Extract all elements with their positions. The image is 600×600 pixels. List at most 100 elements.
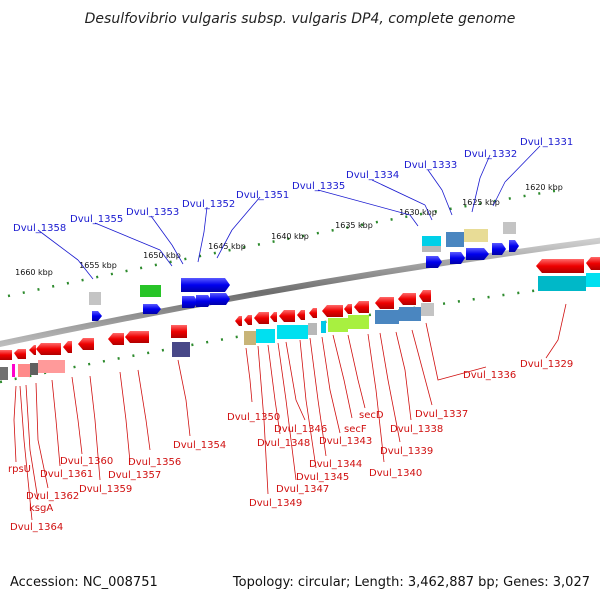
gene-arrow: [196, 295, 212, 307]
gene-arrow: [375, 297, 394, 309]
gene-label-bottom[interactable]: Dvul_1356: [128, 457, 181, 468]
gene-arrow: [354, 301, 369, 313]
scale-label: 1645 kbp: [208, 242, 246, 251]
gene-label-bottom[interactable]: Dvul_1357: [108, 470, 161, 481]
gene-arrow: [344, 304, 352, 314]
gene-label-bottom[interactable]: Dvul_1348: [257, 438, 310, 449]
gene-label-bottom[interactable]: Dvul_1362: [26, 491, 79, 502]
gene-label-top[interactable]: Dvul_1352: [182, 199, 235, 210]
gene-feature: [0, 367, 8, 380]
gene-feature: [171, 325, 187, 338]
scale-labels: 1620 kbp 1625 kbp 1630 kbp 1635 kbp 1640…: [15, 183, 563, 277]
gene-arrow: [108, 333, 124, 345]
gene-label-bottom[interactable]: Dvul_1354: [173, 440, 226, 451]
forward-strand-features: [89, 222, 519, 321]
gene-arrow: [63, 341, 72, 353]
gene-label-bottom[interactable]: Dvul_1340: [369, 468, 422, 479]
genome-backbone: [0, 237, 600, 348]
gene-arrow: [426, 256, 442, 268]
gene-arrow: [419, 290, 431, 302]
gene-label-bottom[interactable]: Dvul_1347: [276, 484, 329, 495]
gene-feature: [321, 321, 326, 333]
gene-label-bottom[interactable]: Dvul_1336: [463, 370, 516, 381]
gene-label-bottom[interactable]: secF: [344, 424, 367, 435]
top-leader-lines: [37, 145, 541, 280]
gene-arrow: [297, 310, 305, 320]
gene-feature: [464, 229, 488, 242]
gene-arrow: [235, 316, 242, 326]
gene-arrow: [509, 240, 519, 252]
gene-feature: [422, 246, 441, 252]
gene-label-bottom[interactable]: Dvul_1329: [520, 359, 573, 370]
gene-label-top[interactable]: Dvul_1355: [70, 214, 123, 225]
gene-arrow: [14, 349, 26, 359]
gene-label-bottom[interactable]: Dvul_1359: [79, 484, 132, 495]
gene-arrow: [29, 345, 36, 355]
gene-arrow: [586, 257, 600, 270]
gene-arrow: [78, 338, 94, 350]
gene-feature: [348, 315, 369, 329]
gene-arrow: [270, 312, 277, 322]
gene-label-bottom[interactable]: Dvul_1343: [319, 436, 372, 447]
gene-feature: [172, 342, 190, 357]
gene-arrow: [492, 243, 506, 255]
bottom-leader-lines: [13, 303, 567, 521]
scale-label: 1650 kbp: [143, 251, 181, 260]
topology-text: Topology: circular; Length: 3,462,887 bp…: [232, 575, 590, 590]
gene-arrow: [254, 312, 269, 324]
gene-arrow: [0, 350, 12, 360]
gene-label-bottom[interactable]: ksgA: [29, 503, 53, 514]
gene-label-bottom[interactable]: Dvul_1346: [274, 424, 327, 435]
gene-feature: [12, 364, 15, 377]
gene-label-bottom[interactable]: Dvul_1338: [390, 424, 443, 435]
gene-feature: [256, 329, 275, 343]
gene-label-bottom[interactable]: Dvul_1361: [40, 469, 93, 480]
gene-arrow: [143, 304, 161, 314]
gene-label-bottom[interactable]: Dvul_1364: [10, 522, 63, 533]
gene-label-bottom[interactable]: Dvul_1350: [227, 412, 280, 423]
gene-feature: [244, 331, 256, 345]
gene-arrow: [450, 252, 465, 264]
gene-label-bottom[interactable]: secD: [359, 410, 384, 421]
gene-label-bottom[interactable]: Dvul_1337: [415, 409, 468, 420]
gene-label-bottom[interactable]: rpsU: [8, 464, 31, 475]
gene-arrow: [181, 278, 230, 292]
gene-arrow: [398, 293, 416, 305]
gene-feature: [18, 364, 30, 377]
gene-arrow: [210, 293, 230, 305]
gene-feature: [308, 323, 317, 335]
gene-label-bottom[interactable]: Dvul_1344: [309, 459, 362, 470]
gene-arrow: [182, 296, 198, 308]
gene-feature: [421, 303, 434, 316]
gene-label-top[interactable]: Dvul_1334: [346, 170, 399, 181]
gene-feature: [30, 363, 38, 375]
gene-label-bottom[interactable]: Dvul_1345: [296, 472, 349, 483]
gene-label-bottom[interactable]: Dvul_1349: [249, 498, 302, 509]
gene-label-top[interactable]: Dvul_1333: [404, 160, 457, 171]
gene-label-top[interactable]: Dvul_1358: [13, 223, 66, 234]
gene-feature: [446, 232, 464, 247]
gene-label-bottom[interactable]: Dvul_1360: [60, 456, 113, 467]
gene-label-top[interactable]: Dvul_1331: [520, 137, 573, 148]
gene-label-top[interactable]: Dvul_1353: [126, 207, 179, 218]
gene-label-bottom[interactable]: Dvul_1339: [380, 446, 433, 457]
scale-label: 1630 kbp: [399, 208, 437, 217]
scale-label: 1640 kbp: [271, 232, 309, 241]
scale-label: 1620 kbp: [525, 183, 563, 192]
bottom-gene-labels: Dvul_1329 Dvul_1336 Dvul_1337 Dvul_1338 …: [8, 359, 573, 533]
gene-label-top[interactable]: Dvul_1335: [292, 181, 345, 192]
gene-feature: [399, 307, 421, 321]
gene-feature: [328, 318, 348, 332]
gene-label-top[interactable]: Dvul_1351: [236, 190, 289, 201]
gene-arrow: [309, 308, 317, 318]
gene-arrow: [279, 310, 295, 322]
gene-arrow: [322, 305, 343, 317]
gene-feature: [538, 276, 586, 291]
scale-label: 1660 kbp: [15, 268, 53, 277]
gene-feature: [503, 222, 516, 234]
gene-feature: [38, 360, 65, 373]
gene-label-top[interactable]: Dvul_1332: [464, 149, 517, 160]
gene-feature: [89, 292, 101, 305]
gene-arrow: [466, 248, 489, 260]
